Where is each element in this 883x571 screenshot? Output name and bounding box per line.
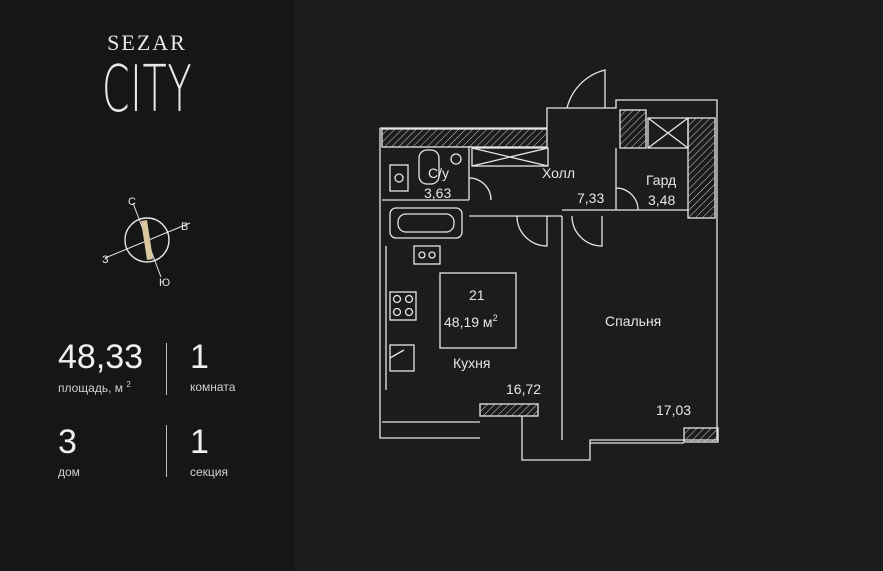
compass-icon: С В Ю З <box>102 196 191 289</box>
room-area-wardrobe: 3,48 <box>648 192 675 208</box>
apartment-area: 48,19 м2 <box>444 313 498 330</box>
rooms-value: 1 <box>190 338 209 376</box>
section-value: 1 <box>190 423 209 461</box>
stat-divider-top <box>166 343 167 395</box>
room-name-wardrobe: Гард <box>646 172 676 188</box>
apartment-area-sup: 2 <box>493 313 498 323</box>
compass-east-label: В <box>181 221 188 233</box>
brand-logo-line1: SEZAR <box>107 30 187 55</box>
compass-south-label: Ю <box>159 277 170 289</box>
apartment-number: 21 <box>469 287 485 303</box>
rooms-stat: 1 комната <box>190 340 235 394</box>
area-value: 48,33 <box>58 338 144 376</box>
compass-west-label: З <box>102 254 109 266</box>
house-stat: 3 дом <box>58 425 80 479</box>
area-stat: 48,33 площадь, м 2 <box>58 340 143 395</box>
section-label: секция <box>190 465 228 479</box>
section-stat: 1 секция <box>190 425 228 479</box>
room-area-bathroom: 3,63 <box>424 185 451 201</box>
room-name-kitchen: Кухня <box>453 355 490 371</box>
room-name-bathroom: С/у <box>428 165 449 181</box>
room-name-bedroom: Спальня <box>605 313 661 329</box>
room-area-kitchen: 16,72 <box>506 381 541 397</box>
room-name-hall: Холл <box>542 165 575 181</box>
room-area-bedroom: 17,03 <box>656 402 691 418</box>
house-value: 3 <box>58 423 77 461</box>
house-label: дом <box>58 465 80 479</box>
brand-logo-line2: CITY <box>101 53 193 127</box>
area-unit-sup: 2 <box>126 380 131 389</box>
compass-north-label: С <box>128 196 136 208</box>
stat-divider-bottom <box>166 425 167 477</box>
floor-plan: С/у 3,63 Холл 7,33 Гард 3,48 21 48,19 м2… <box>379 69 719 461</box>
rooms-label: комната <box>190 380 236 394</box>
room-area-hall: 7,33 <box>577 190 604 206</box>
area-label: площадь, м 2 <box>58 380 131 395</box>
info-panel: SEZAR CITY С В Ю З 48,33 площадь, м 2 1 … <box>0 0 294 571</box>
